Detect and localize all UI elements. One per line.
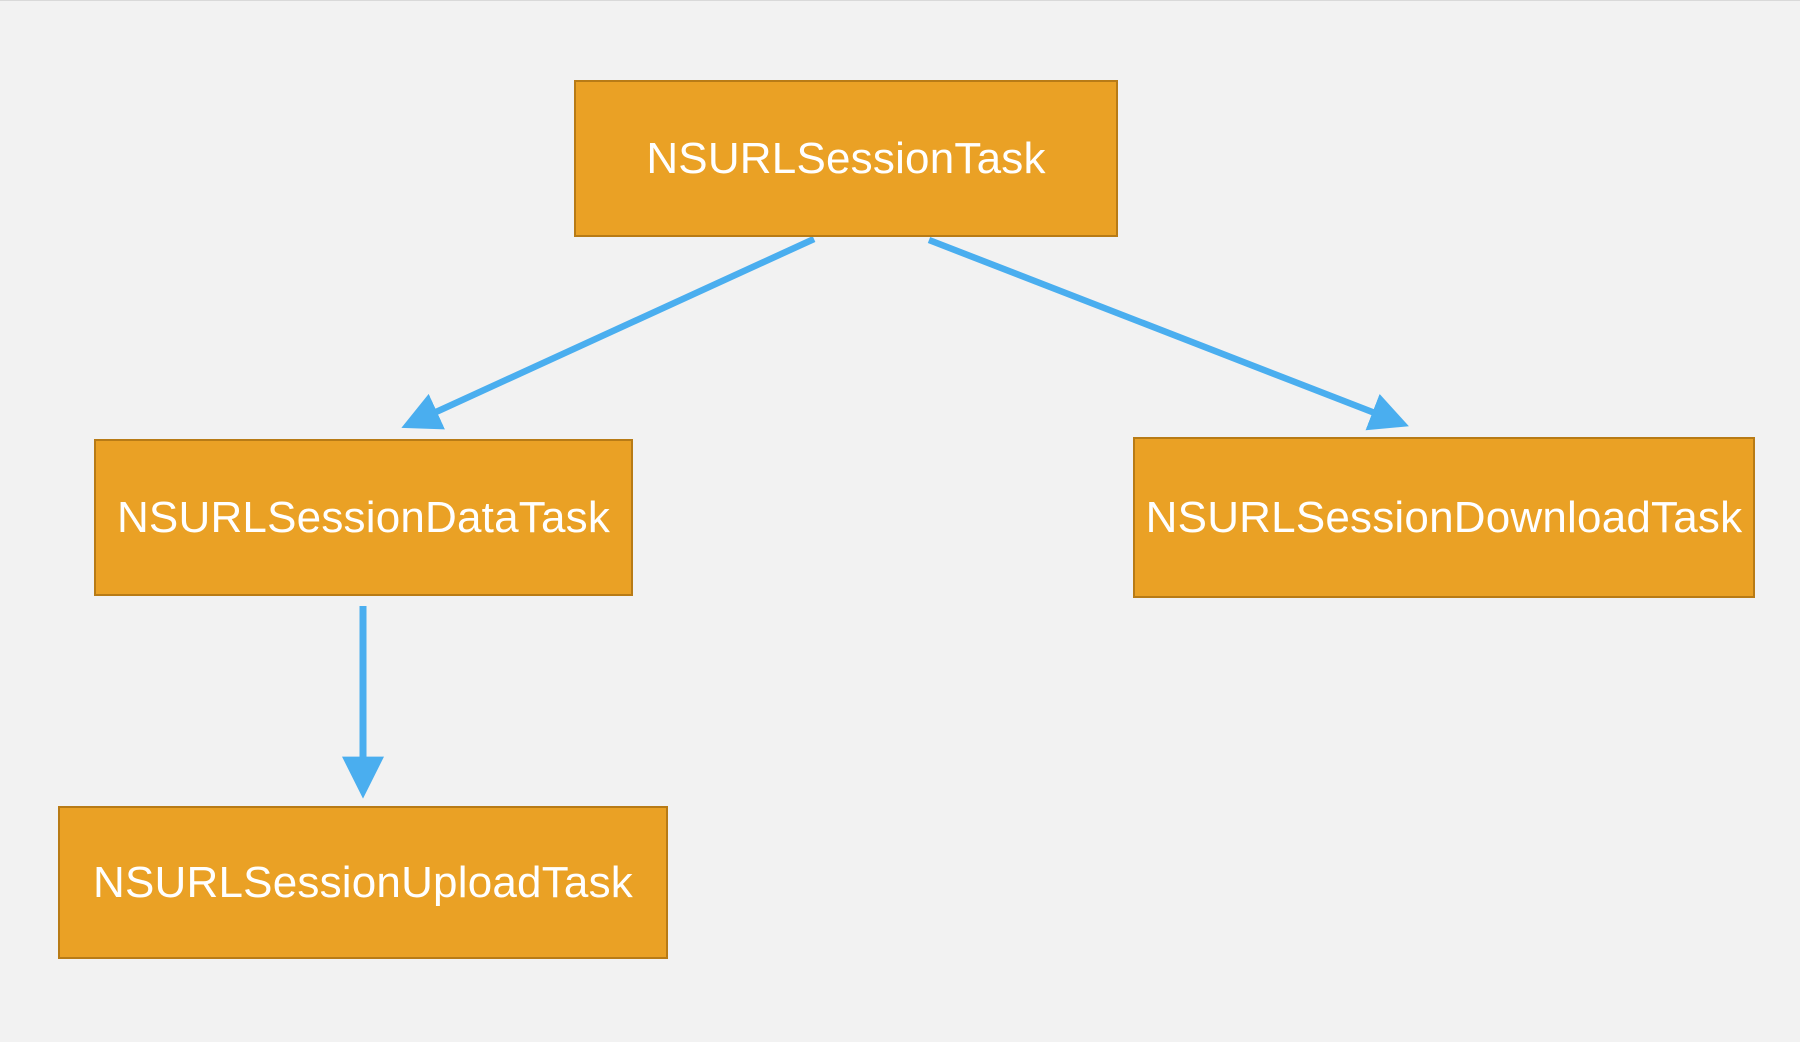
arrow-root-to-data-task [401, 236, 816, 430]
node-label: NSURLSessionTask [646, 133, 1046, 183]
node-nsurlsessiondatatask: NSURLSessionDataTask [94, 439, 633, 596]
node-label: NSURLSessionDataTask [116, 492, 611, 542]
node-label: NSURLSessionUploadTask [93, 857, 633, 907]
node-label: NSURLSessionDownloadTask [1145, 492, 1743, 542]
top-divider [0, 0, 1800, 1]
node-nsurlsessiondownloadtask: NSURLSessionDownloadTask [1133, 437, 1755, 598]
arrow-root-to-download-task [927, 236, 1409, 431]
node-nsurlsessionuploadtask: NSURLSessionUploadTask [58, 806, 668, 959]
node-nsurlsessiontask: NSURLSessionTask [574, 80, 1118, 237]
